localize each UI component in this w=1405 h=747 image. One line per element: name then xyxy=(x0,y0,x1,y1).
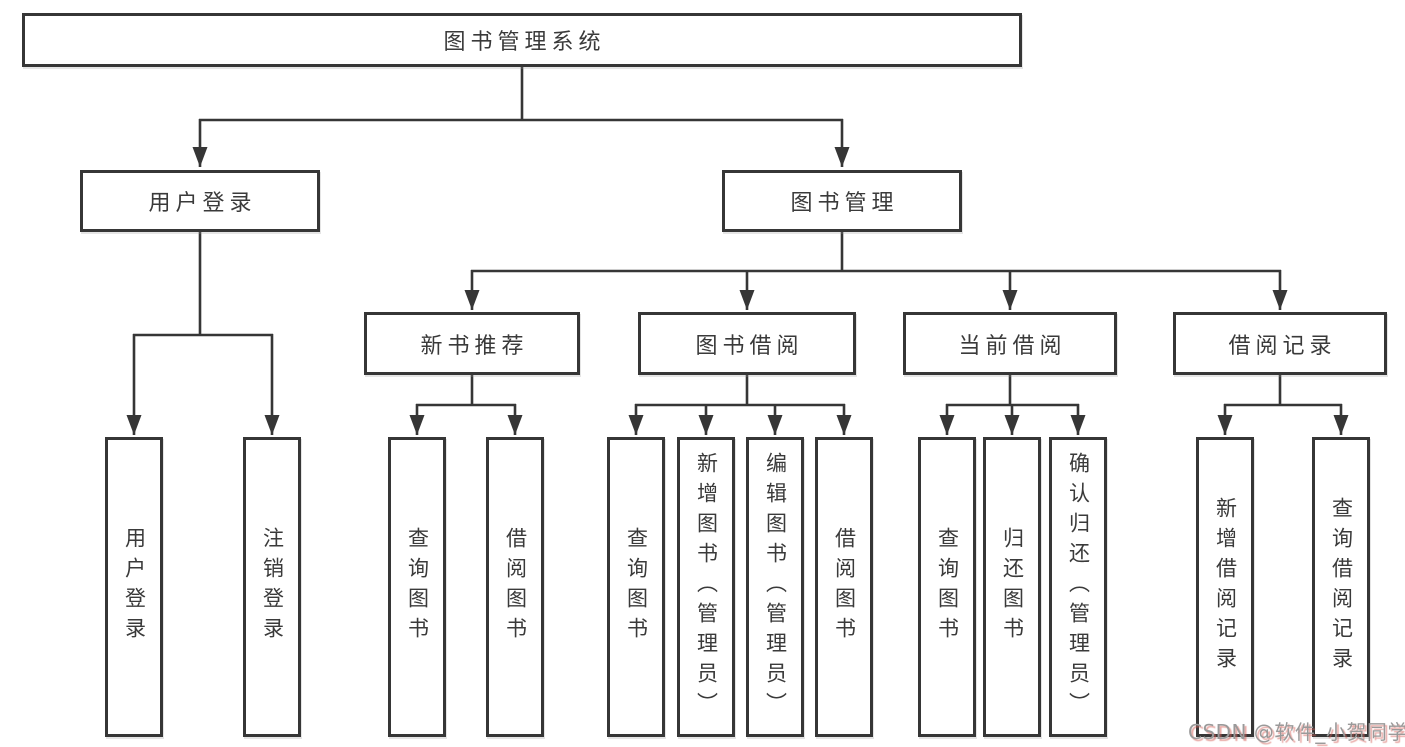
connectors-book-borrowing-children xyxy=(628,375,852,435)
connectors-book-management-to-level3 xyxy=(464,232,1288,310)
node-user-login: 用户登录 xyxy=(80,170,320,232)
node-new-book-recommend: 新书推荐 xyxy=(364,312,580,375)
leaf-newrec-borrow-books: 借阅图书 xyxy=(486,437,544,737)
leaf-current-confirm-return-admin: 确认归还（管理员） xyxy=(1049,437,1107,737)
connectors-root-to-level2 xyxy=(192,67,850,167)
leaf-newrec-query-books: 查询图书 xyxy=(388,437,446,737)
leaf-current-query-books: 查询图书 xyxy=(918,437,976,737)
leaf-borrowing-add-books-admin: 新增图书（管理员） xyxy=(677,437,735,737)
node-borrowing-records: 借阅记录 xyxy=(1173,312,1387,375)
node-current-borrowing: 当前借阅 xyxy=(903,312,1117,375)
leaf-borrowing-borrow-books: 借阅图书 xyxy=(815,437,873,737)
leaf-logout: 注销登录 xyxy=(243,437,301,737)
leaf-borrowing-edit-books-admin: 编辑图书（管理员） xyxy=(746,437,804,737)
csdn-watermark: CSDN @软件_小贺同学 xyxy=(1188,720,1405,744)
node-library-management-system: 图书管理系统 xyxy=(22,13,1022,67)
connectors-borrowing-records-children xyxy=(1217,375,1349,435)
node-book-borrowing: 图书借阅 xyxy=(638,312,856,375)
leaf-user-login: 用户登录 xyxy=(105,437,163,737)
leaf-records-add-borrow-record: 新增借阅记录 xyxy=(1196,437,1254,737)
connectors-new-book-recommend-children xyxy=(409,375,523,435)
leaf-current-return-books: 归还图书 xyxy=(983,437,1041,737)
node-book-management: 图书管理 xyxy=(722,170,962,232)
leaf-records-query-borrow-record: 查询借阅记录 xyxy=(1312,437,1370,737)
leaf-borrowing-query-books: 查询图书 xyxy=(607,437,665,737)
connectors-user-login-children xyxy=(126,232,280,435)
connectors-current-borrowing-children xyxy=(939,375,1086,435)
